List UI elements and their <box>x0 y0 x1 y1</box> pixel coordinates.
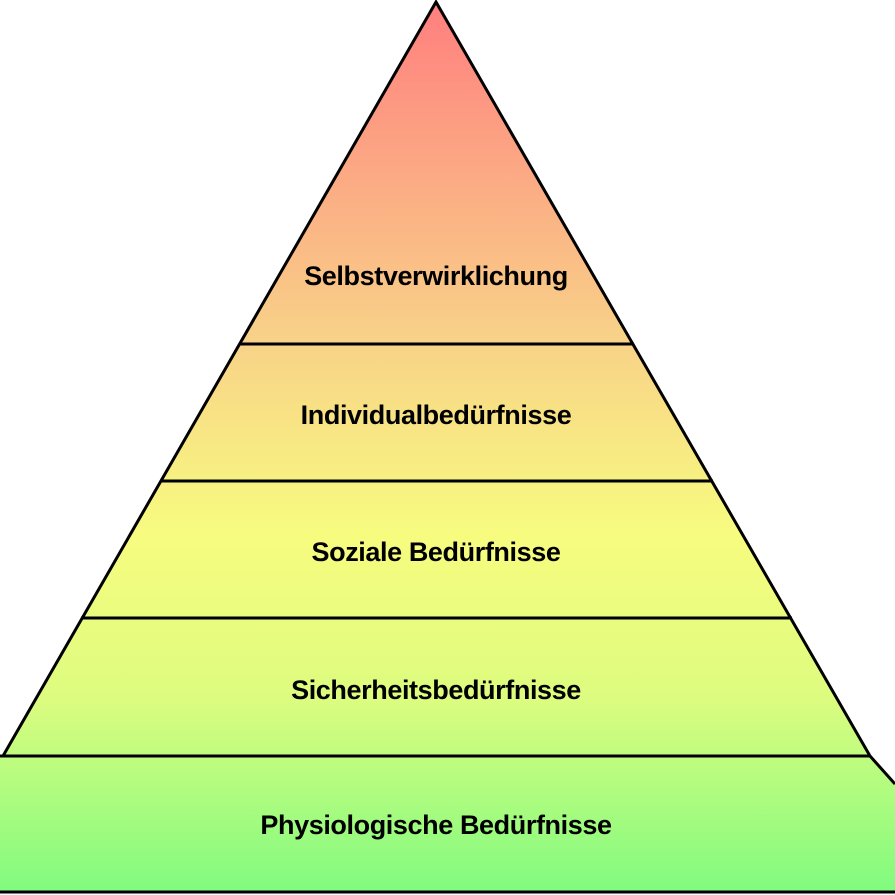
level-label-physiological: Physiologische Bedürfnisse <box>260 810 612 840</box>
level-label-safety: Sicherheitsbedürfnisse <box>291 675 581 705</box>
pyramid-outline <box>1 0 872 757</box>
base-outline <box>868 755 895 785</box>
level-label-esteem: Individualbedürfnisse <box>301 400 572 430</box>
level-label-self-actualization: Selbstverwirklichung <box>304 261 568 291</box>
level-label-social: Soziale Bedürfnisse <box>312 537 561 567</box>
